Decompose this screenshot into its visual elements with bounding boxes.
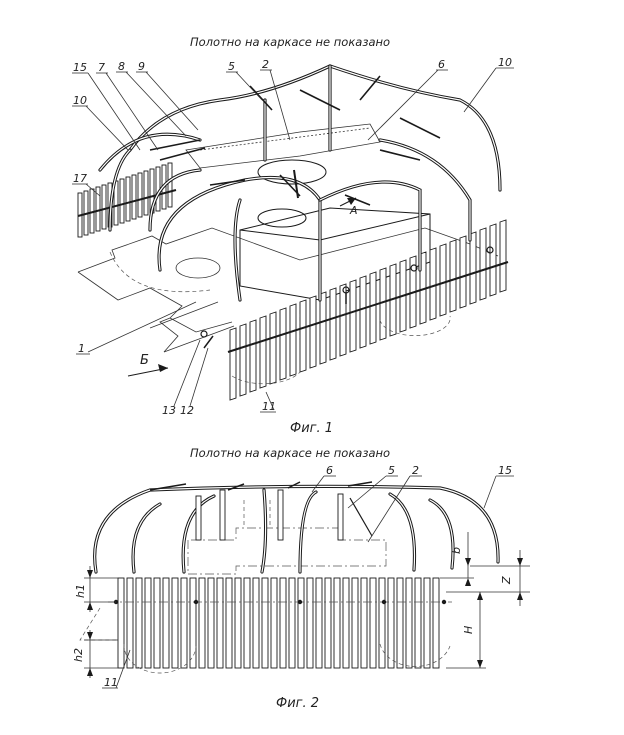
callout-10-left: 10 (73, 94, 87, 107)
side-fence (79, 577, 452, 674)
view-arrow-b: Б (127, 353, 169, 377)
figure-1-label: Фиг. 1 (290, 421, 333, 436)
callout-2: 2 (262, 58, 269, 71)
callout-11-fig1: 11 (262, 400, 276, 413)
callout-15-fig2: 15 (498, 464, 512, 477)
callout-9: 9 (138, 60, 145, 73)
figure-2-caption: Полотно на каркасе не показано (190, 446, 390, 460)
callout-12: 12 (180, 404, 194, 417)
frame-braces (149, 75, 441, 206)
callout-1: 1 (78, 342, 85, 355)
figure-1: Полотно на каркасе не показано (72, 35, 514, 436)
arch-frame-side (93, 484, 500, 574)
callouts-fig1: 15 7 8 9 5 2 6 10 10 (72, 56, 514, 417)
dim-b: b (450, 547, 463, 554)
arrow-a: A (339, 197, 358, 217)
figure-2-label: Фиг. 2 (276, 696, 319, 711)
callout-5-fig2: 5 (388, 464, 395, 477)
callout-17: 17 (73, 172, 87, 185)
dimensions: b Z H h1 h2 (72, 532, 530, 678)
arrow-label-a: A (349, 204, 358, 217)
view-label-b: Б (140, 353, 149, 368)
callout-11-fig2: 11 (104, 676, 118, 689)
side-posts (149, 481, 373, 541)
figure-1-caption: Полотно на каркасе не показано (190, 35, 390, 49)
figure-2: Полотно на каркасе не показано (72, 446, 530, 711)
dim-h1: h1 (74, 584, 87, 598)
callout-15: 15 (73, 61, 87, 74)
callout-6-fig2: 6 (326, 464, 333, 477)
callout-5: 5 (228, 60, 235, 73)
inner-fence (185, 123, 381, 169)
callout-13: 13 (162, 404, 176, 417)
frame-posts (200, 169, 494, 349)
central-body-hidden (187, 500, 387, 575)
left-fence (77, 162, 177, 238)
dim-z: Z (500, 576, 513, 585)
callout-8: 8 (118, 60, 125, 73)
callout-2-fig2: 2 (412, 464, 419, 477)
callouts-fig2: 6 5 2 15 11 (102, 464, 514, 689)
platform-outline (77, 227, 499, 353)
dim-h2: h2 (72, 648, 85, 662)
dim-h: H (462, 626, 475, 634)
front-fence (227, 219, 509, 401)
callout-6: 6 (438, 58, 445, 71)
callout-7: 7 (98, 61, 105, 74)
callout-10-right: 10 (498, 56, 512, 69)
